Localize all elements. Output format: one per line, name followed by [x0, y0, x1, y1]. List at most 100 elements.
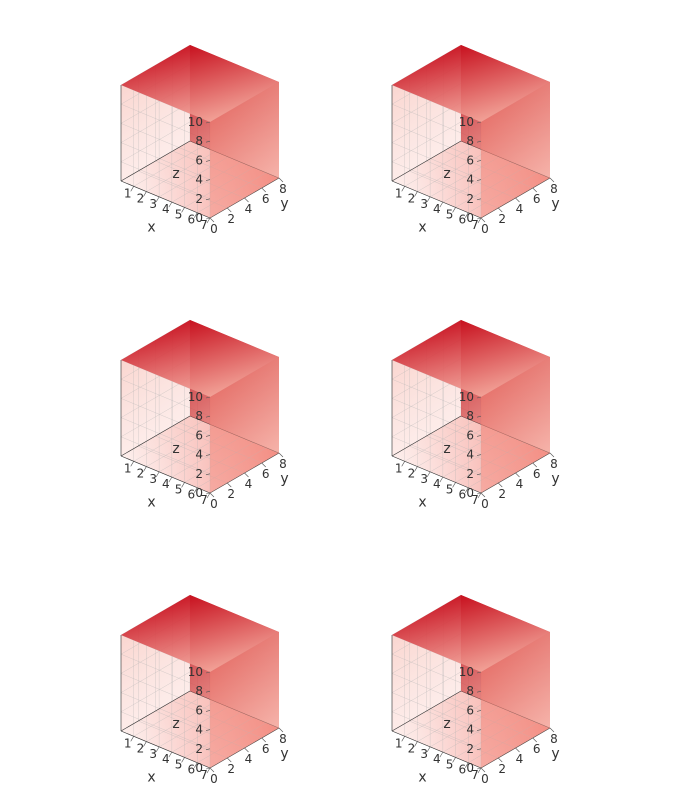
- x-tick-label: 5: [175, 482, 183, 496]
- x-tick-label: 6: [187, 763, 195, 777]
- z-tick-label: 8: [466, 134, 474, 148]
- z-axis-title: z: [172, 716, 179, 732]
- y-tick-label: 0: [481, 222, 489, 236]
- surface-left: [121, 360, 210, 493]
- x-tick-label: 5: [175, 757, 183, 771]
- y-tick-label: 6: [262, 742, 270, 756]
- y-tick-label: 6: [262, 467, 270, 481]
- surface-top: [121, 320, 279, 397]
- y-tick-label: 8: [279, 457, 287, 471]
- surface-left: [392, 360, 481, 493]
- y-axis-title: y: [280, 471, 288, 487]
- z-tick-label: 4: [195, 173, 203, 187]
- x-tick-label: 4: [433, 752, 441, 766]
- surface-front: [210, 632, 279, 768]
- x-tick-label: 1: [395, 461, 403, 475]
- z-axis-title: z: [443, 166, 450, 182]
- z-tick-label: 2: [466, 742, 474, 756]
- y-tick-label: 6: [533, 742, 541, 756]
- x-tick-label: 4: [162, 202, 170, 216]
- z-tick-label: 8: [466, 684, 474, 698]
- z-tick-label: 4: [195, 723, 203, 737]
- surface-left: [392, 635, 481, 768]
- z-tick-label: 10: [459, 115, 474, 129]
- surface-front: [210, 357, 279, 493]
- z-tick-label: 0: [466, 761, 474, 775]
- x-axis-title: x: [418, 495, 426, 511]
- z-tick-label: 6: [195, 703, 203, 717]
- x-tick-label: 2: [137, 467, 145, 481]
- x-tick-label: 2: [408, 467, 416, 481]
- y-tick-label: 4: [245, 202, 253, 216]
- z-tick-label: 4: [466, 173, 474, 187]
- x-tick-label: 7: [200, 768, 208, 782]
- y-tick-label: 2: [227, 212, 235, 226]
- x-tick-label: 7: [200, 493, 208, 507]
- x-tick-label: 6: [187, 488, 195, 502]
- z-tick-label: 10: [459, 390, 474, 404]
- y-tick-label: 6: [262, 192, 270, 206]
- z-tick-label: 0: [195, 486, 203, 500]
- y-tick-label: 0: [210, 222, 218, 236]
- y-axis-title: y: [280, 746, 288, 762]
- x-tick-label: 6: [458, 763, 466, 777]
- y-tick-label: 4: [245, 752, 253, 766]
- y-axis-title: y: [551, 196, 559, 212]
- x-tick-label: 3: [420, 747, 428, 761]
- y-tick-label: 0: [210, 497, 218, 511]
- z-tick-label: 2: [466, 192, 474, 206]
- x-tick-label: 2: [137, 192, 145, 206]
- x-tick-label: 1: [395, 186, 403, 200]
- x-tick-label: 6: [458, 488, 466, 502]
- x-tick-label: 4: [433, 202, 441, 216]
- x-tick-label: 5: [446, 207, 454, 221]
- y-tick-label: 2: [498, 762, 506, 776]
- surface-front: [481, 82, 550, 218]
- x-tick-label: 1: [124, 461, 132, 475]
- z-axis-title: z: [172, 166, 179, 182]
- z-axis-title: z: [443, 716, 450, 732]
- z-tick-label: 4: [466, 448, 474, 462]
- y-tick-label: 0: [481, 497, 489, 511]
- y-tick-label: 2: [227, 762, 235, 776]
- z-tick-label: 10: [188, 390, 203, 404]
- y-tick-label: 4: [245, 477, 253, 491]
- z-tick-label: 8: [195, 684, 203, 698]
- z-tick-label: 0: [466, 486, 474, 500]
- y-tick-label: 8: [550, 457, 558, 471]
- y-tick-label: 4: [516, 477, 524, 491]
- x-tick-label: 3: [149, 747, 157, 761]
- surface-left: [121, 85, 210, 218]
- z-axis-title: z: [172, 441, 179, 457]
- surface-front: [481, 632, 550, 768]
- x-tick-label: 3: [149, 197, 157, 211]
- z-tick-label: 8: [195, 134, 203, 148]
- y-tick-label: 4: [516, 752, 524, 766]
- x-tick-label: 1: [395, 736, 403, 750]
- surface-top: [392, 320, 550, 397]
- z-tick-label: 0: [195, 761, 203, 775]
- z-tick-label: 6: [466, 703, 474, 717]
- x-axis-title: x: [147, 495, 155, 511]
- x-tick-label: 1: [124, 736, 132, 750]
- z-tick-label: 2: [195, 467, 203, 481]
- x-tick-label: 5: [446, 482, 454, 496]
- x-tick-label: 2: [408, 742, 416, 756]
- y-axis-title: y: [280, 196, 288, 212]
- y-tick-label: 8: [279, 732, 287, 746]
- x-axis-title: x: [147, 770, 155, 786]
- y-axis-title: y: [551, 746, 559, 762]
- x-tick-label: 3: [420, 472, 428, 486]
- z-tick-label: 0: [195, 211, 203, 225]
- x-tick-label: 5: [175, 207, 183, 221]
- x-tick-label: 6: [458, 213, 466, 227]
- z-tick-label: 4: [466, 723, 474, 737]
- x-axis-title: x: [418, 220, 426, 236]
- z-axis-title: z: [443, 441, 450, 457]
